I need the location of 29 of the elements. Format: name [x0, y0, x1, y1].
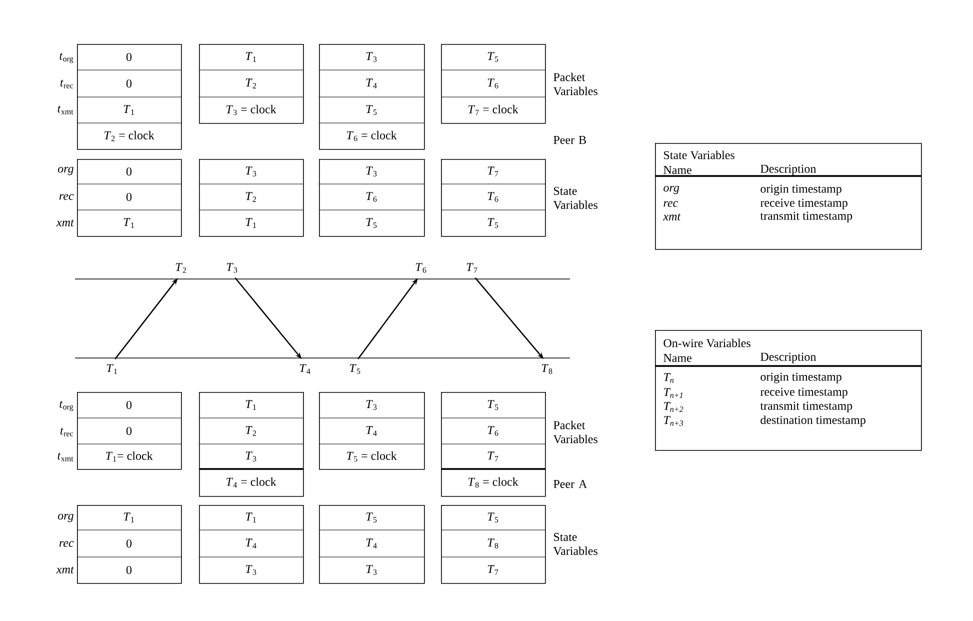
timestamp-label: T$_{5}$: [350, 364, 360, 374]
row-label: org: [58, 166, 74, 176]
variable-stack: T$_{5}$ T$_{6}$ T$_{7}$ T$_{8}$ = clock: [440, 392, 546, 497]
variable-stack: T$_{1}$ 0 0: [76, 505, 182, 584]
variable-stack: T$_{3}$ T$_{4}$ T$_{5}$ = clock: [318, 392, 425, 470]
variables-table: State Variables Name Description org origin timestamp rec receive timestamp xmt transmit timestamp: [655, 143, 922, 250]
timestamp-label: T$_{2}$: [176, 263, 186, 273]
section-label: Peer A: [554, 480, 588, 488]
variable-stack: 0 0 T$_{1}$ T$_{2}$ = clock: [76, 44, 182, 150]
timestamp-label: T$_{4}$: [300, 364, 310, 374]
timestamp-label: T$_{3}$: [226, 263, 238, 273]
variable-stack: T$_{5}$ T$_{4}$ T$_{3}$: [318, 505, 425, 584]
timestamp-label: T$_{8}$: [542, 364, 552, 374]
variable-stack: T$_{3}$ T$_{2}$ T$_{1}$: [198, 159, 304, 237]
variable-stack: T$_{5}$ T$_{6}$ T$_{7}$ = clock: [440, 44, 546, 124]
timestamp-label: T$_{7}$: [466, 263, 478, 273]
variable-stack: 0 0 T$_{1}$: [76, 159, 182, 237]
timestamp-label: T$_{6}$: [416, 263, 426, 273]
variable-stack: T$_{7}$ T$_{6}$ T$_{5}$: [440, 159, 546, 237]
variable-stack: 0 0 T$_{1}$= clock: [76, 392, 182, 470]
variable-stack: T$_{1}$ T$_{4}$ T$_{3}$: [198, 505, 304, 584]
variable-stack: T$_{5}$ T$_{8}$ T$_{7}$: [440, 505, 546, 584]
variable-stack: T$_{3}$ T$_{6}$ T$_{5}$: [318, 159, 425, 237]
variable-stack: T$_{1}$ T$_{2}$ T$_{3}$ = clock: [198, 44, 304, 124]
variables-table: On-wire Variables Name Description T$_{n}$ origin timestamp T$_{n+1}$ receive timestamp T$_{n+2}$ transmit timestamp T$_{n+3}$ destination timestamp: [655, 330, 922, 451]
variable-stack: T$_{3}$ T$_{4}$ T$_{5}$ T$_{6}$ = clock: [318, 44, 425, 150]
variable-stack: T$_{1}$ T$_{2}$ T$_{3}$ T$_{4}$ = clock: [198, 392, 304, 497]
timestamp-label: T$_{1}$: [106, 364, 117, 374]
section-label: Peer B: [554, 136, 586, 144]
